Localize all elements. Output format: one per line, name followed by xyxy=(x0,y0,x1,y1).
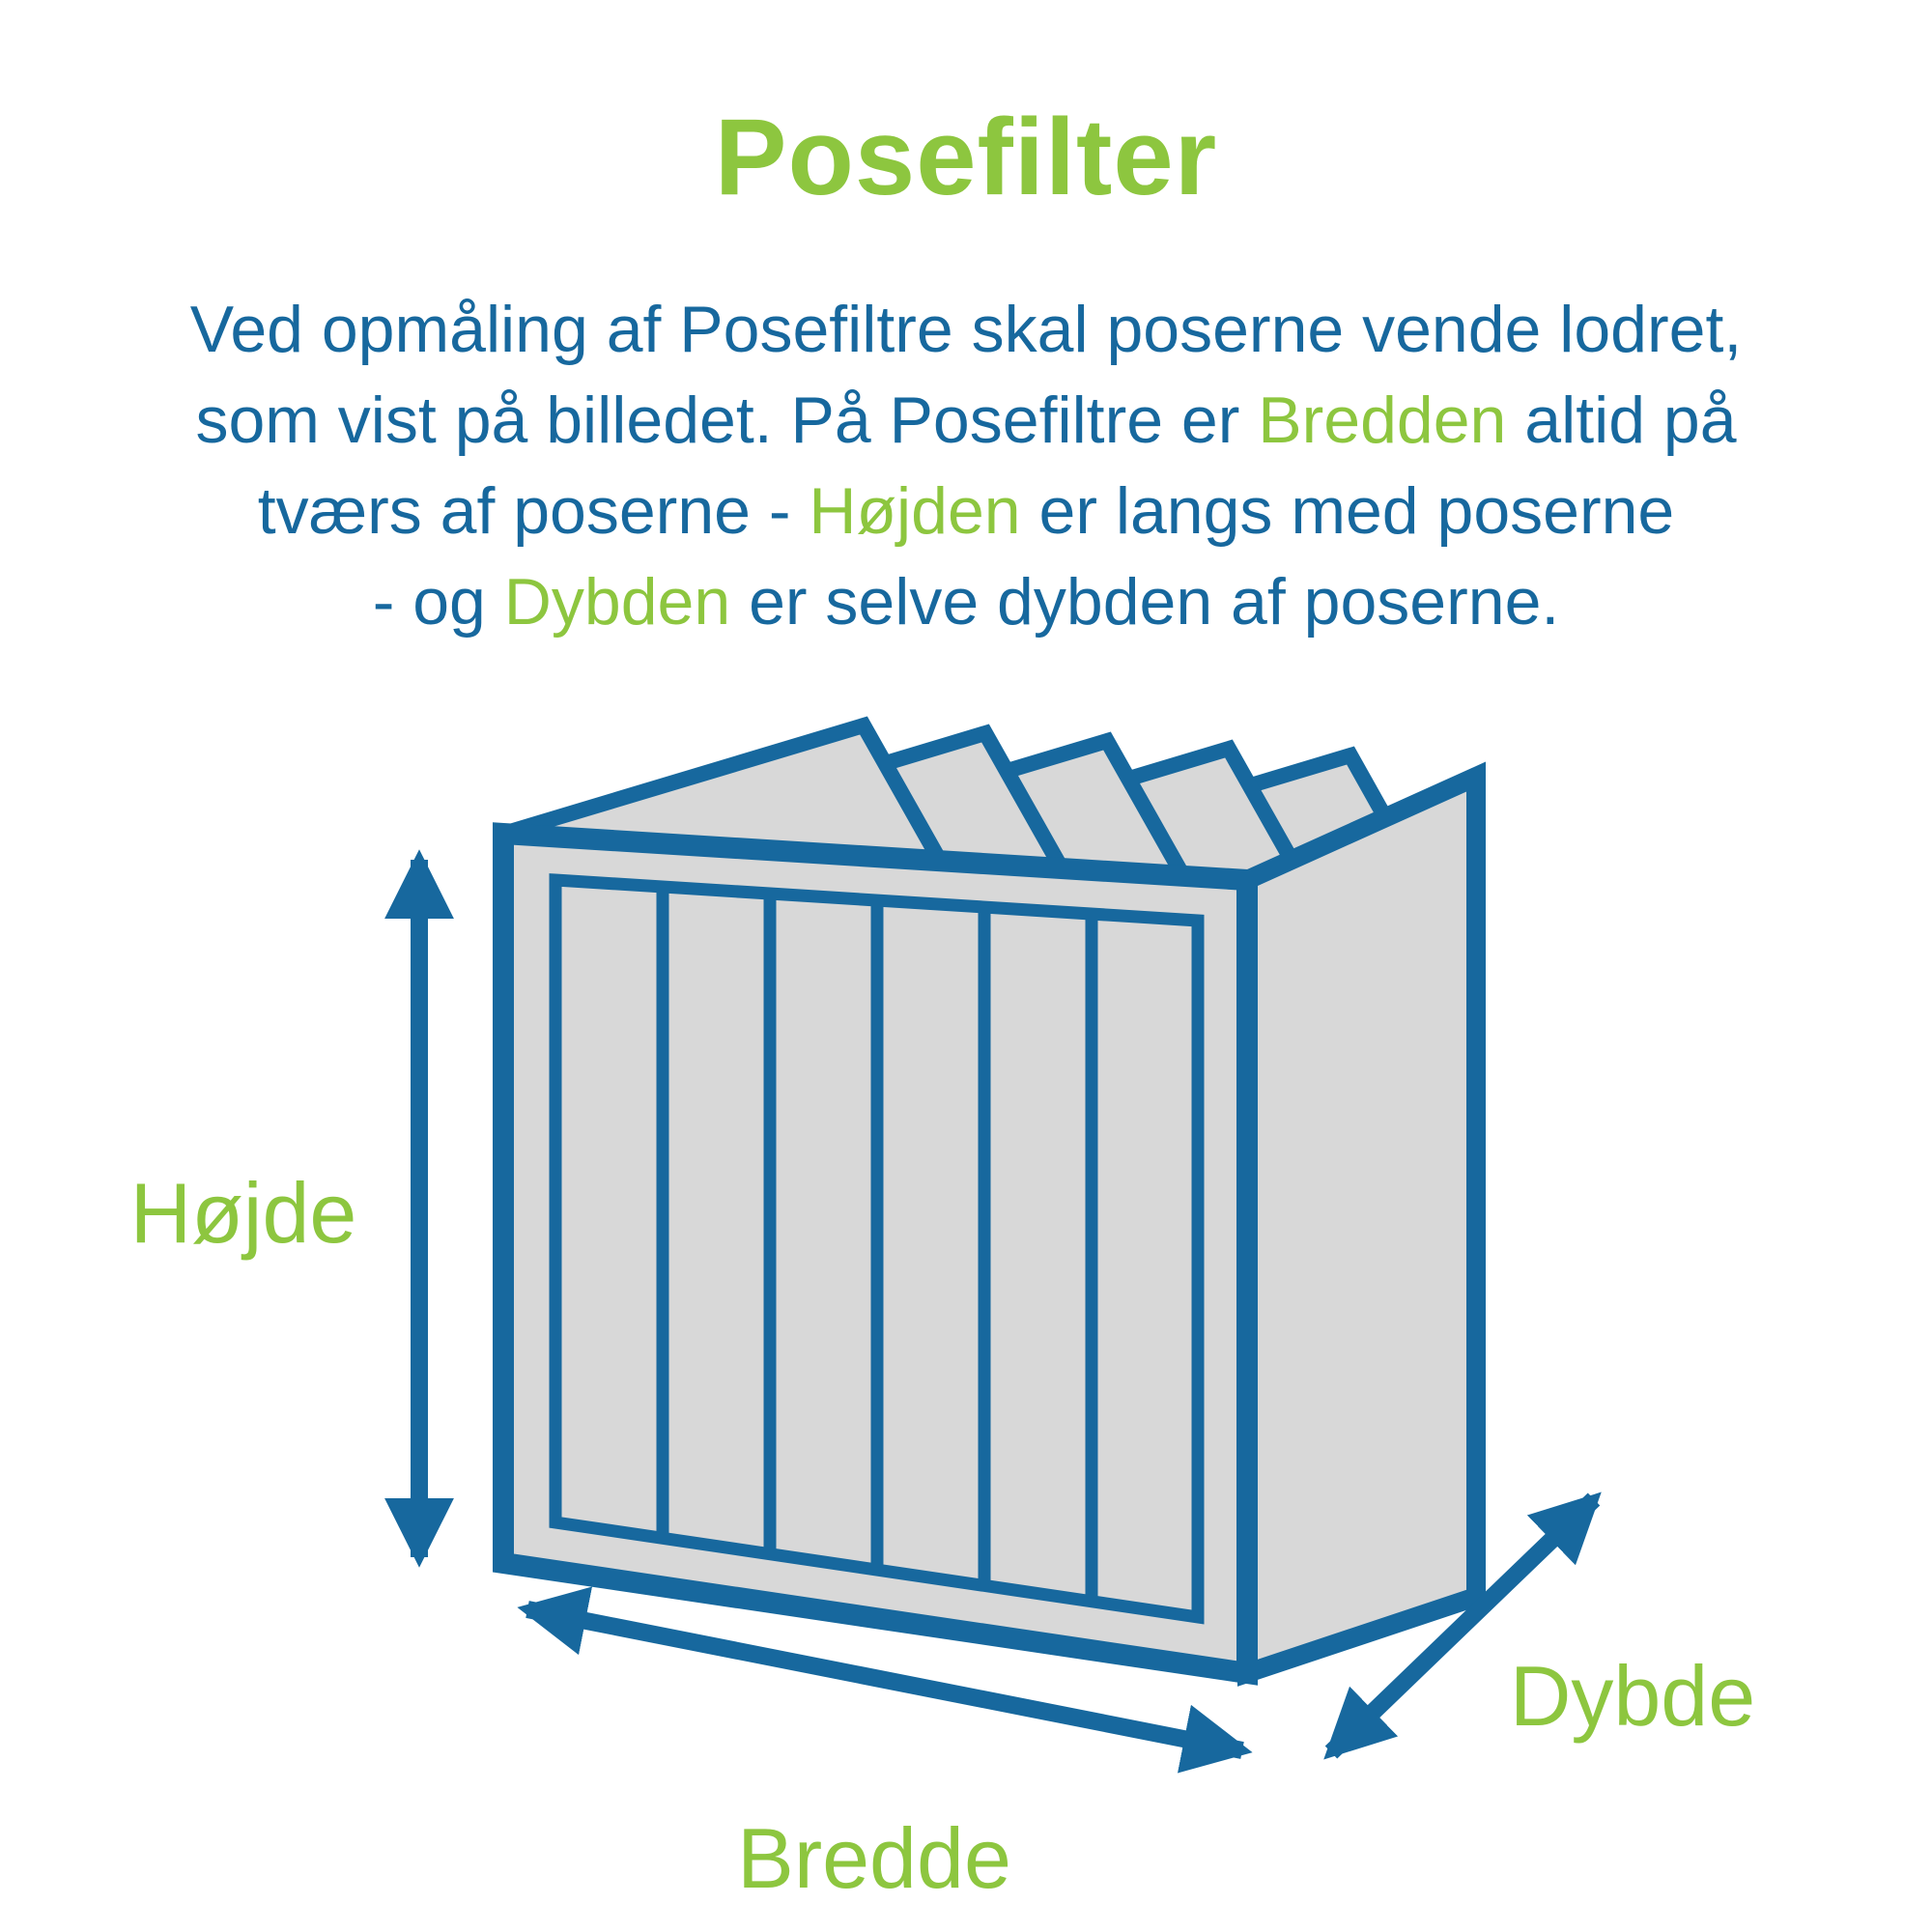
intro-paragraph: Ved opmåling af Posefiltre skal poserne … xyxy=(0,284,1932,647)
depth-label: Dybde xyxy=(1509,1648,1756,1744)
paragraph-text: er selve dybden af poserne. xyxy=(730,565,1560,639)
filter-front xyxy=(493,822,1258,1686)
paragraph-text: som vist på billedet. På Posefiltre er xyxy=(195,384,1259,457)
paragraph-text: Ved opmåling af Posefiltre skal poserne … xyxy=(189,293,1743,366)
paragraph-line: som vist på billedet. På Posefiltre er B… xyxy=(0,375,1932,466)
paragraph-line: - og Dybden er selve dybden af poserne. xyxy=(0,556,1932,647)
paragraph-text: tværs af poserne - xyxy=(257,474,810,548)
paragraph-line: tværs af poserne - Højden er langs med p… xyxy=(0,466,1932,556)
paragraph-text: altid på xyxy=(1506,384,1737,457)
paragraph-line: Ved opmåling af Posefiltre skal poserne … xyxy=(0,284,1932,375)
highlighted-term: Højden xyxy=(809,474,1021,548)
highlighted-term: Dybden xyxy=(503,565,731,639)
highlighted-term: Bredden xyxy=(1258,384,1507,457)
filter-side-panel xyxy=(1237,761,1486,1687)
width-arrow xyxy=(517,1586,1253,1774)
depth-arrow xyxy=(1323,1492,1602,1760)
page-title: Posefilter xyxy=(714,97,1218,217)
bag-peaks xyxy=(500,716,1441,900)
paragraph-text: - og xyxy=(372,565,504,639)
width-label: Bredde xyxy=(737,1810,1011,1906)
paragraph-text: er langs med poserne xyxy=(1020,474,1675,548)
pocket-dividers xyxy=(656,887,1098,1602)
height-label: Højde xyxy=(129,1165,357,1261)
